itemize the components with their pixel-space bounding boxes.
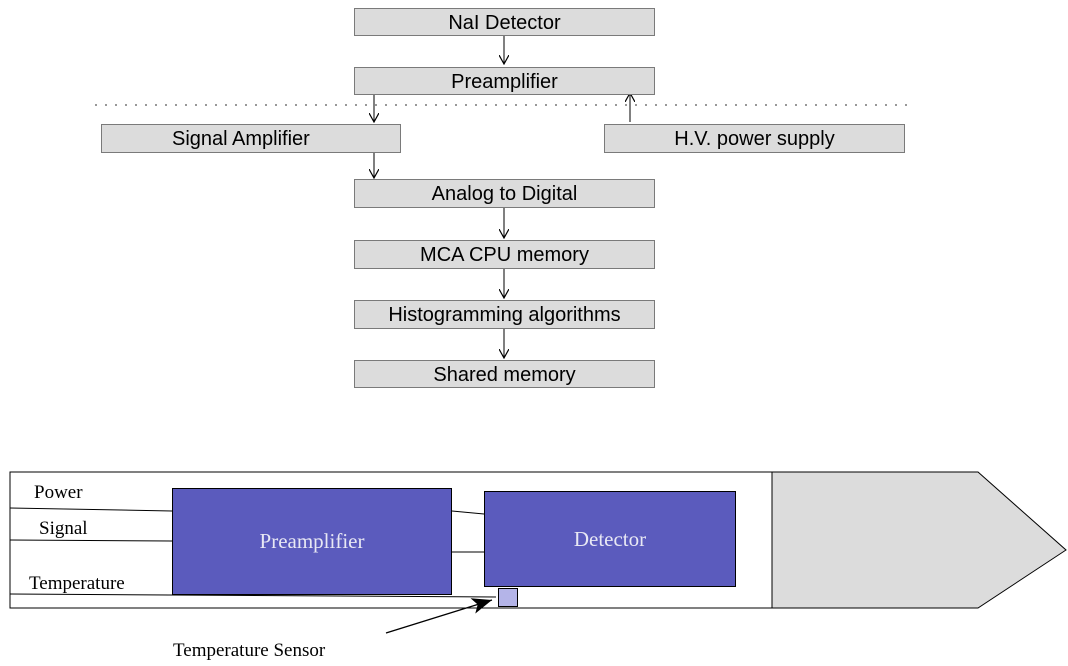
signal-wire [9, 539, 173, 542]
probe-detector-label: Detector [573, 526, 647, 551]
probe-nose-cap [771, 471, 1067, 609]
shared-memory-box: Shared memory [354, 360, 655, 388]
temperature-wire [9, 593, 497, 598]
hv-power-supply-box: H.V. power supply [604, 124, 905, 153]
probe-preamplifier-label: Preamplifier [259, 529, 365, 553]
analog-to-digital-box: Analog to Digital [354, 179, 655, 208]
signal-amplifier-box: Signal Amplifier [101, 124, 401, 153]
temperature-sensor-pointer [385, 598, 493, 634]
histogramming-algorithms-box: Histogramming algorithms [354, 300, 655, 329]
mca-cpu-memory-box: MCA CPU memory [354, 240, 655, 269]
preamplifier-box: Preamplifier [354, 67, 655, 95]
temperature-label: Temperature [29, 573, 125, 594]
nai-detector-box: NaI Detector [354, 8, 655, 36]
signal-label: Signal [39, 518, 88, 539]
probe-detector: Detector [484, 491, 736, 587]
probe-preamplifier: Preamplifier [172, 488, 452, 595]
temperature-sensor-label: Temperature Sensor [173, 640, 326, 661]
preamp-detector-wire-top [451, 510, 485, 515]
temperature-sensor-icon [498, 588, 518, 607]
power-wire [9, 507, 173, 512]
power-label: Power [34, 482, 83, 503]
